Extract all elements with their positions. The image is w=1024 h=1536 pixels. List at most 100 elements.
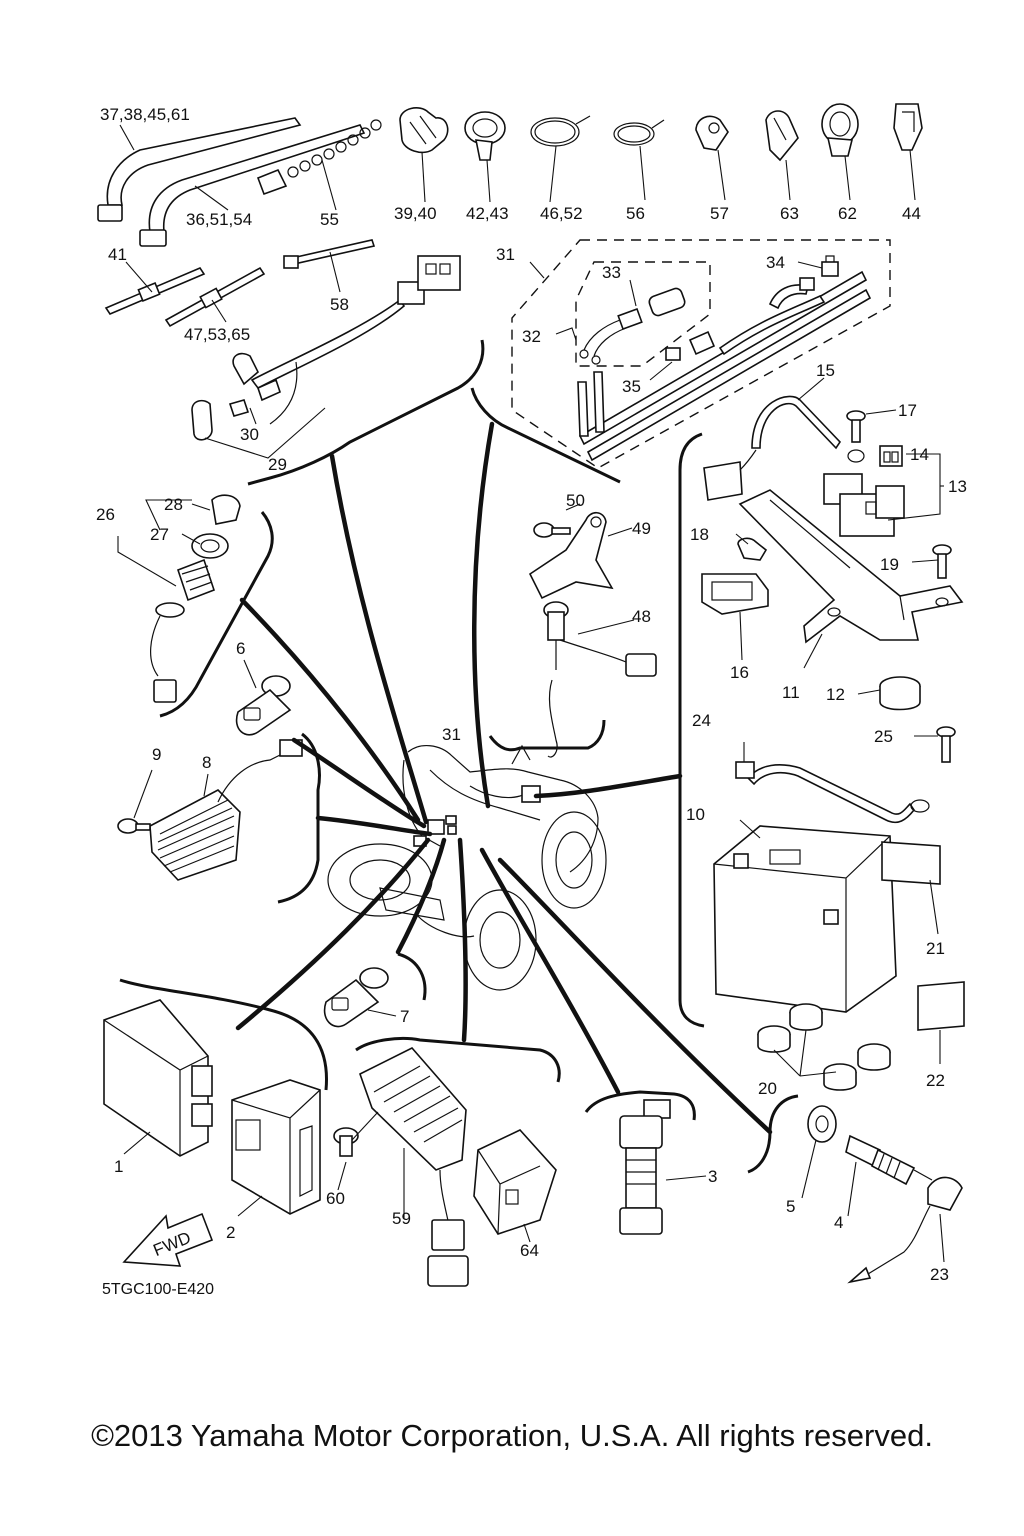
relay-16 (701, 573, 769, 615)
callout-16: 16 (730, 663, 749, 682)
callout-4: 4 (834, 1213, 843, 1232)
wire-harness-31 (577, 270, 872, 462)
callout-12: 12 (826, 685, 845, 704)
plug-cap-23 (847, 1176, 963, 1284)
battery-lead-24 (735, 761, 930, 824)
callout-48: 48 (632, 607, 651, 626)
group-bracket-26 (159, 511, 274, 718)
cable-tie-58 (283, 239, 376, 269)
callout-18: 18 (690, 525, 709, 544)
fuse-14 (879, 445, 903, 467)
callout-25: 25 (874, 727, 893, 746)
group-bracket-29 (247, 339, 485, 486)
clip-18 (737, 537, 768, 561)
callout-5: 5 (786, 1197, 795, 1216)
atv-vehicle (327, 744, 607, 991)
ignition-coil-3 (619, 1099, 671, 1235)
callout-64: 64 (520, 1241, 539, 1260)
pad-22 (917, 981, 965, 1031)
callout-36-51-54: 36,51,54 (186, 210, 252, 229)
callout-6: 6 (236, 639, 245, 658)
callout-1: 1 (114, 1157, 123, 1176)
harness-group-31-outline (511, 239, 891, 469)
wire-to-group-26 (239, 597, 421, 823)
callout-47-53-65: 47,53,65 (184, 325, 250, 344)
callout-21: 21 (926, 939, 945, 958)
callout-57: 57 (710, 204, 729, 223)
callout-34: 34 (766, 253, 785, 272)
connector-34 (821, 255, 839, 277)
relay-64 (473, 1129, 557, 1235)
diagram-code: 5TGC100-E420 (102, 1281, 214, 1298)
wire-to-group-29 (329, 453, 429, 825)
callout-15: 15 (816, 361, 835, 380)
ecu-1 (103, 999, 213, 1157)
clamp-62 (821, 103, 859, 157)
clamp-39-40 (399, 107, 449, 154)
callout-63: 63 (780, 204, 799, 223)
callout-56: 56 (626, 204, 645, 223)
clamp-63 (765, 110, 799, 162)
callout-39-40: 39,40 (394, 204, 437, 223)
callout-9: 9 (152, 745, 161, 764)
callout-62: 62 (838, 204, 857, 223)
callout-46-52: 46,52 (540, 204, 583, 223)
dampers-20 (757, 1003, 891, 1091)
callout-11: 11 (782, 683, 800, 702)
bolt-19 (932, 544, 952, 579)
wire-to-switch-7 (395, 837, 447, 955)
callout-44: 44 (902, 204, 921, 223)
wire-to-group-right (533, 773, 683, 799)
callout-10: 10 (686, 805, 705, 824)
callout-3: 3 (708, 1167, 717, 1186)
wire-to-sensor-6 (291, 737, 427, 829)
wire-to-group-59 (457, 837, 468, 1043)
battery-10 (713, 825, 897, 1013)
bolt-50 (533, 522, 571, 538)
callout-29: 29 (268, 455, 287, 474)
washer-5 (807, 1105, 837, 1143)
bracket-49 (528, 511, 614, 600)
callout-42-43: 42,43 (466, 204, 509, 223)
thermo-switch-6 (235, 675, 292, 736)
sensor-48 (543, 601, 657, 758)
callout-31-harness: 31 (496, 245, 515, 264)
callout-60: 60 (326, 1189, 345, 1208)
callout-31-center: 31 (442, 725, 461, 744)
callout-2: 2 (226, 1223, 235, 1242)
fwd-arrow (122, 1212, 214, 1267)
callout-17: 17 (898, 401, 917, 420)
clip-band-55 (256, 119, 382, 196)
callout-28: 28 (164, 495, 183, 514)
callout-55: 55 (320, 210, 339, 229)
wire-to-plug-4 (497, 857, 773, 1135)
group-bracket-8 (277, 732, 321, 904)
group-bracket-59 (355, 1036, 561, 1083)
callout-8: 8 (202, 753, 211, 772)
callout-30: 30 (240, 425, 259, 444)
relay-assy-13 (823, 473, 905, 537)
screw-60 (333, 1127, 359, 1157)
callout-24: 24 (692, 711, 711, 730)
clamp-42-43 (464, 111, 506, 161)
damper-12 (879, 676, 921, 711)
unit-2 (231, 1079, 321, 1215)
switch-7 (323, 967, 389, 1028)
cable-tie-long-37 (97, 117, 302, 222)
callout-32: 32 (522, 327, 541, 346)
callout-37-38-45-61: 37,38,45,61 (100, 105, 190, 124)
callout-58: 58 (330, 295, 349, 314)
callout-26: 26 (96, 505, 115, 524)
hose-band-46-52 (530, 115, 591, 147)
callout-27: 27 (150, 525, 169, 544)
callout-13: 13 (948, 477, 967, 496)
wire-to-group-1 (235, 837, 431, 1031)
bolt-9 (117, 818, 151, 834)
group-bracket-31 (470, 387, 621, 484)
relay-bracket-11 (738, 489, 964, 644)
callout-50: 50 (566, 491, 585, 510)
bolt-17 (846, 410, 866, 443)
copyright-notice: ©2013 Yamaha Motor Corporation, U.S.A. A… (91, 1418, 933, 1453)
group-bracket-5 (747, 1094, 799, 1174)
spark-plug-4 (845, 1134, 933, 1186)
